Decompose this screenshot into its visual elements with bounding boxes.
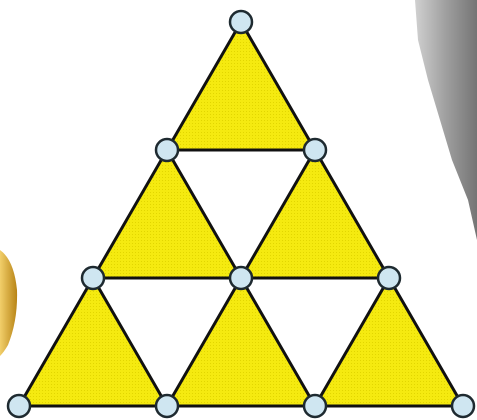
node-n-top (230, 11, 252, 33)
triangle-layer (19, 22, 463, 406)
node-n-r3-3 (304, 395, 326, 417)
triangle-t-mid-right (241, 150, 389, 278)
triangle-t-bot-left (19, 278, 167, 406)
triangle-t-bot-right (315, 278, 463, 406)
triangle-t-top (167, 22, 315, 150)
triangle-t-bot-center (167, 278, 315, 406)
node-n-r2-left (82, 267, 104, 289)
triangle-t-mid-left (93, 150, 241, 278)
background-object-left (0, 250, 17, 356)
background-photo-right (415, 0, 477, 240)
node-n-r3-1 (8, 395, 30, 417)
node-n-r3-2 (156, 395, 178, 417)
node-n-r2-center (230, 267, 252, 289)
node-n-r1-right (304, 139, 326, 161)
node-n-r2-right (378, 267, 400, 289)
node-n-r1-left (156, 139, 178, 161)
node-n-r3-4 (452, 395, 474, 417)
